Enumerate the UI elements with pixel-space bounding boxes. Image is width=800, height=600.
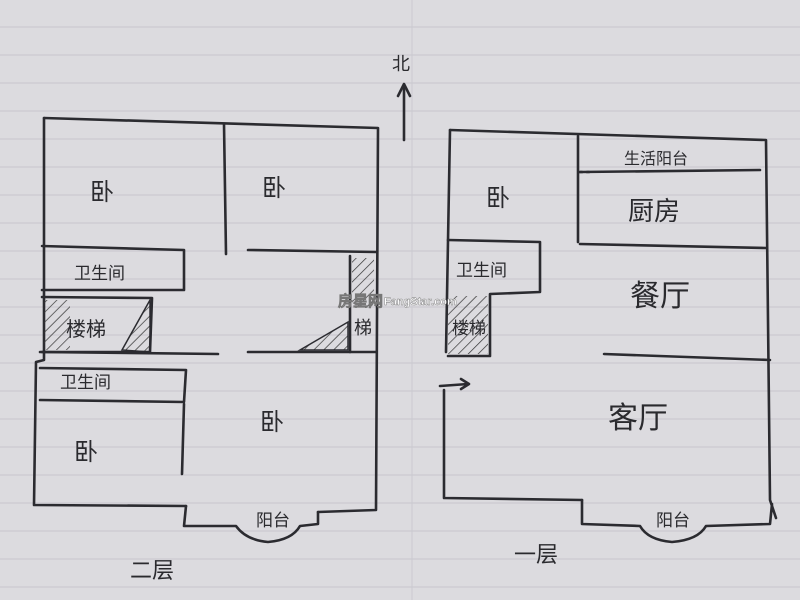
floor2-stair-hatch-top [352,258,374,308]
floor1-stairs-label: 楼梯 [452,319,486,339]
floor2-bath-lower-label: 卫生间 [60,373,111,393]
floor2-balcony-outline [182,504,320,544]
north-arrow [396,82,412,142]
floor2-walls [32,116,380,514]
watermark-en: FangStar.com [384,296,457,308]
floor2-stair-hatch-left [44,300,70,350]
floor1-kitchen-label: 厨房 [628,197,680,227]
floor2-bedroom-n-label: 卧 [262,174,286,202]
floor2-stair-hatch-bottom [297,320,349,351]
watermark-cn: 房星网 [338,292,383,310]
floor2-stair-hatch-right [120,297,151,353]
floor1-living-label: 客厅 [608,401,668,436]
floor2-bedroom-s-label: 卧 [260,408,284,436]
floor2-stairs-label: 楼梯 [66,317,106,341]
floor1-dining-label: 餐厅 [630,279,690,314]
floor1-balcony-label: 阳台 [656,511,690,531]
floor2-title: 二层 [130,559,174,584]
floor1-stair-hatch [448,296,488,354]
compass-label: 北 [392,54,410,75]
floor2-bedroom-nw-label: 卧 [90,178,114,206]
floor1-bedroom-label: 卧 [486,184,510,212]
floor2-bath-upper-label: 卫生间 [74,264,125,284]
floor1-bath-label: 卫生间 [456,261,507,281]
floor1-balcony-outline [580,498,774,544]
floor2-balcony-label: 阳台 [256,511,290,531]
floor2-stairs-right-label: 梯 [354,318,372,339]
floor1-walls [442,128,778,520]
entry-arrow-icon [438,377,471,391]
floor1-title: 一层 [514,543,558,568]
floor1-utility-balcony-label: 生活阳台 [624,149,688,168]
floor2-bedroom-sw-label: 卧 [74,438,98,466]
